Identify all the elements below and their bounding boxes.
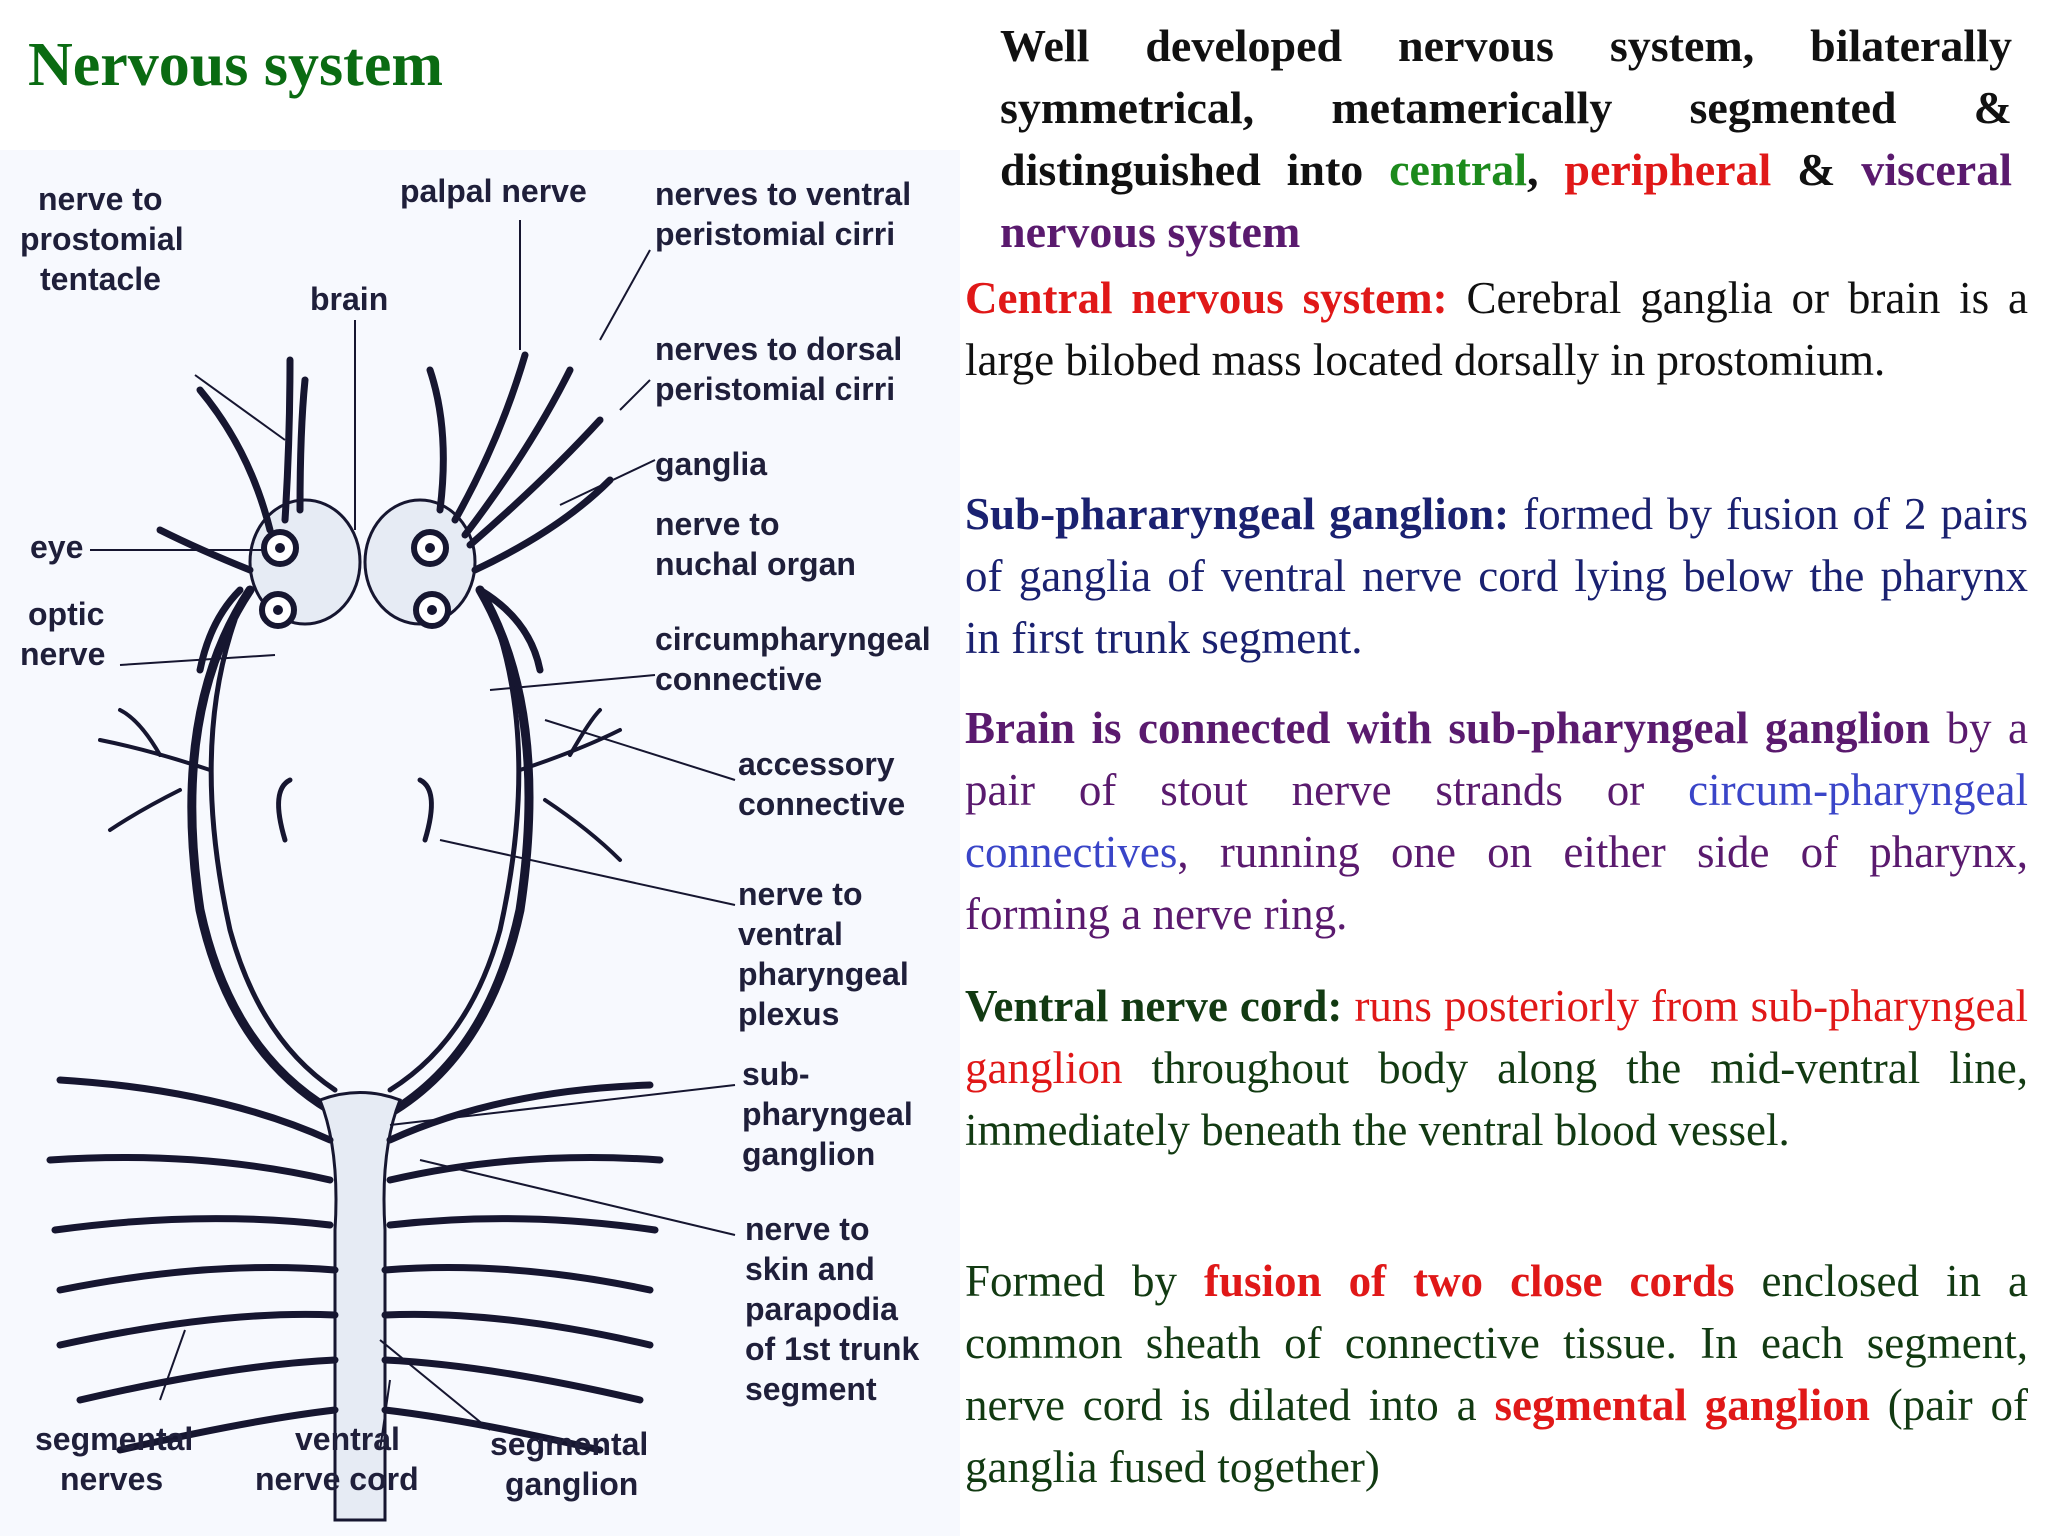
eyes	[259, 529, 451, 629]
ventral-cord-heading: Ventral nerve cord:	[965, 981, 1343, 1031]
brain-connection-paragraph: Brain is connected with sub-pharyngeal g…	[965, 703, 2028, 939]
label-nerve-to-nuchal-organ: nerve to nuchal organ	[655, 506, 856, 582]
label-eye: eye	[30, 529, 83, 565]
sub-pharyngeal-paragraph: Sub-phararyngeal ganglion: formed by fus…	[965, 489, 2028, 663]
term-peripheral: peripheral	[1564, 144, 1772, 195]
ventral-cord-paragraph: Ventral nerve cord: runs posteriorly fro…	[965, 981, 2028, 1155]
label-ventral-nerve-cord: ventral nerve cord	[255, 1421, 419, 1497]
label-nerves-to-dorsal-cirri: nerves to dorsal peristomial cirri	[655, 331, 911, 407]
label-brain: brain	[310, 281, 388, 317]
label-sub-pharyngeal-ganglion: sub- pharyngeal ganglion	[742, 1056, 922, 1172]
label-nerve-to-skin-and-parapodia: nerve to skin and parapodia of 1st trunk…	[745, 1211, 928, 1407]
cns-paragraph: Central nervous system: Cerebral ganglia…	[965, 273, 2028, 385]
term-segmental-ganglion: segmental ganglion	[1494, 1380, 1870, 1430]
sub-pharyngeal-heading: Sub-phararyngeal ganglion:	[965, 489, 1510, 539]
label-palpal-nerve: palpal nerve	[400, 173, 587, 209]
label-circumpharyngeal-connective: circumpharyngeal connective	[655, 621, 940, 697]
label-nerves-to-ventral-cirri: nerves to ventral peristomial cirri	[655, 176, 920, 252]
page-title: Nervous system	[28, 31, 443, 99]
ventral-nerve-cord	[318, 1091, 402, 1522]
label-optic-nerve: optic nerve	[20, 596, 113, 672]
label-ganglia: ganglia	[655, 446, 767, 482]
pharyngeal-plexus-branches	[98, 708, 622, 862]
accessory-connectives	[208, 617, 522, 1093]
label-nerve-to-ventral-pharyngeal-plexus: nerve to ventral pharyngeal plexus	[738, 876, 918, 1032]
label-nerve-to-prostomial-tentacle: nerve to prostomial tentacle	[20, 181, 192, 297]
term-central: central	[1389, 144, 1528, 195]
circumpharyngeal-connectives	[187, 585, 534, 1115]
intro-paragraph: Well developed nervous system, bilateral…	[1000, 20, 2012, 257]
label-leader-lines	[90, 220, 736, 1451]
formation-paragraph: Formed by fusion of two close cords encl…	[965, 1256, 2028, 1492]
label-segmental-nerves: segmental nerves	[35, 1421, 202, 1497]
term-circumpharyngeal: circum-pharyngeal connectives	[965, 765, 2028, 877]
term-visceral: visceral nervous system	[1000, 144, 2012, 257]
term-fusion: fusion of two close cords	[1204, 1256, 1735, 1306]
label-segmental-ganglion: segmental ganglion	[490, 1426, 657, 1502]
cns-heading: Central nervous system:	[965, 273, 1448, 323]
anterior-nerves	[156, 351, 614, 674]
brain-connection-heading: Brain is connected with sub-pharyngeal g…	[965, 703, 1931, 753]
segmental-nerves	[46, 1076, 664, 1454]
nereis-nervous-system-diagram: nerve to prostomial tentacle palpal nerv…	[0, 150, 960, 1536]
label-accessory-connective: accessory connective	[738, 746, 905, 822]
